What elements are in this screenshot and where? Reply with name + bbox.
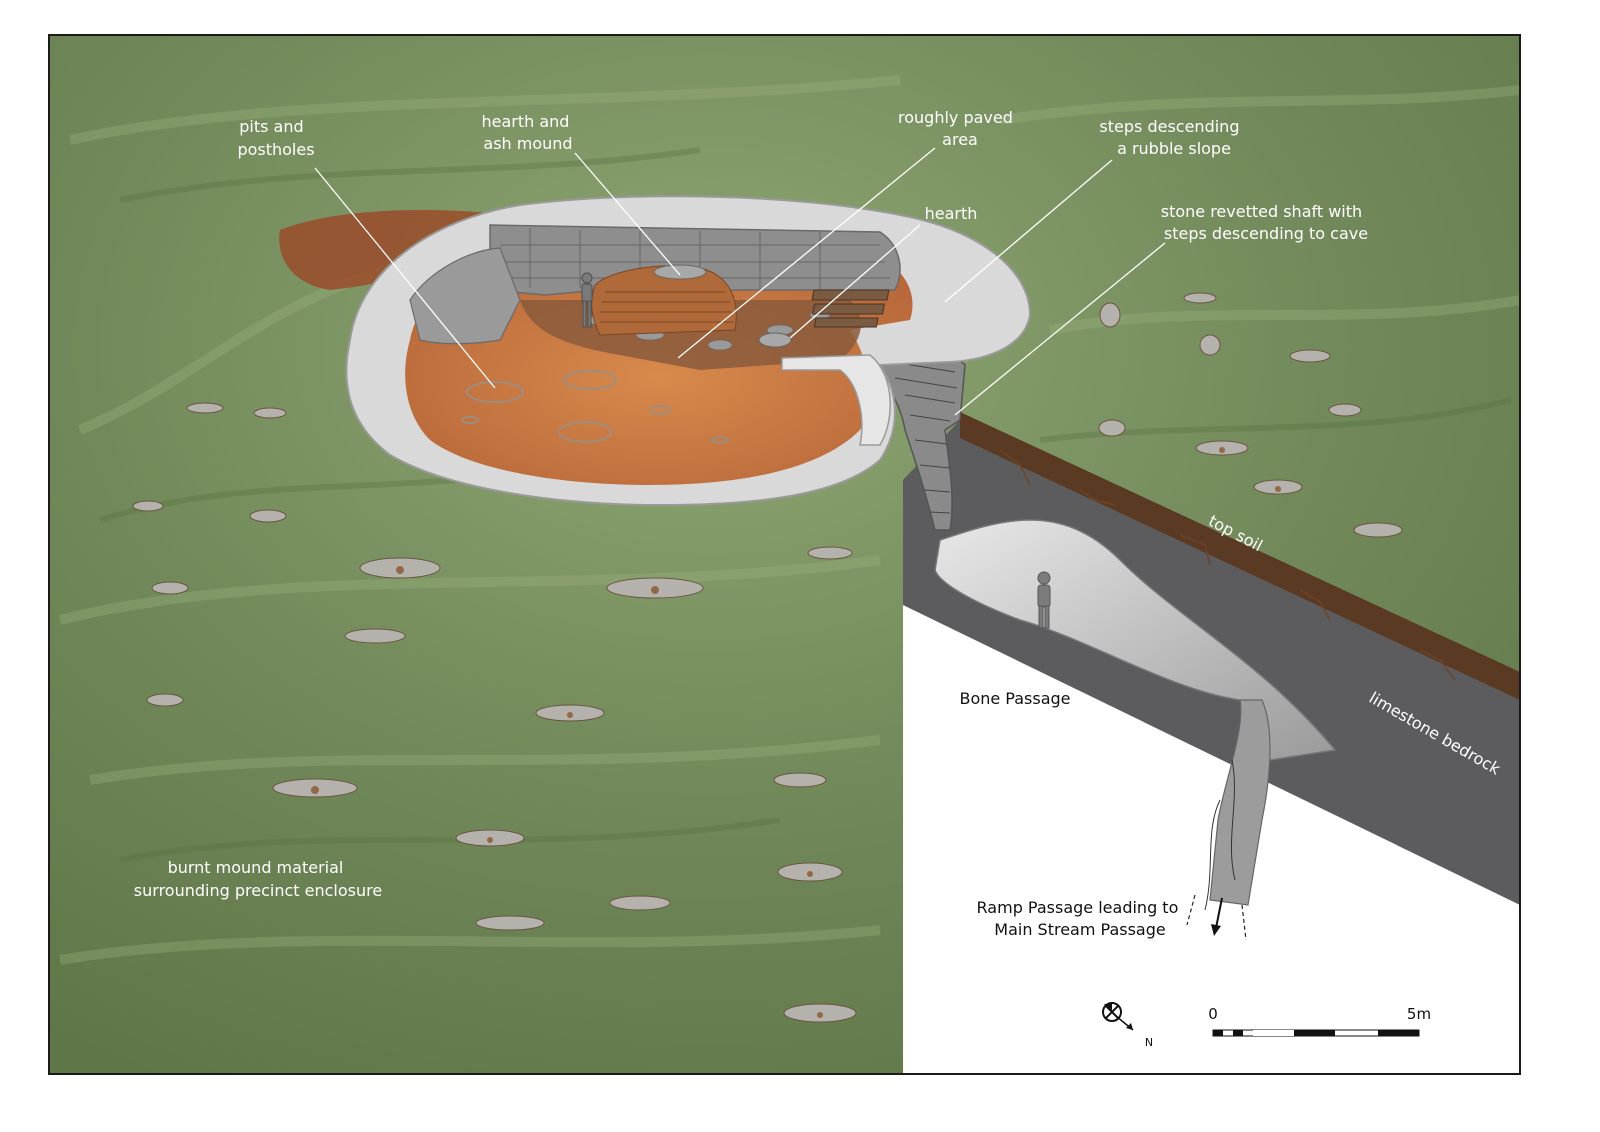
- label-roughly-paved-area: roughly paved area: [898, 108, 1018, 149]
- ash-mound: [591, 265, 737, 336]
- label-hearth: hearth: [925, 204, 978, 223]
- scale-max-label: 5m: [1407, 1005, 1431, 1023]
- grass-texture: [58, 75, 1520, 965]
- burnt-mound-scatters: [132, 292, 1403, 1023]
- rubble-steps: [811, 289, 890, 328]
- human-figure-enclosure: [581, 272, 593, 328]
- ramp-passage: [1209, 699, 1271, 906]
- label-hearth-ash-mound: hearth and ash mound: [481, 112, 574, 153]
- pits: [461, 370, 729, 444]
- scale-min-label: 0: [1208, 1005, 1218, 1023]
- scale-bar: [1212, 1029, 1420, 1037]
- north-arrow-icon: [1102, 1002, 1134, 1031]
- bone-passage-cave: [934, 519, 1337, 761]
- human-figure-cave: [1037, 571, 1051, 629]
- north-label: N: [1145, 1036, 1153, 1049]
- top-soil-band: [960, 412, 1520, 700]
- hearth-small: [758, 332, 792, 348]
- label-ramp-passage: Ramp Passage leading to Main Stream Pass…: [977, 898, 1184, 939]
- label-bone-passage: Bone Passage: [959, 689, 1070, 708]
- label-burnt-mound-material: burnt mound material surrounding precinc…: [134, 858, 382, 900]
- label-pits-postholes: pits and postholes: [237, 117, 314, 159]
- leader-lines: [314, 147, 1166, 416]
- ramp-arrow: [1215, 897, 1223, 929]
- figure-frame: [48, 34, 1521, 1075]
- hearth-on-mound: [653, 264, 707, 280]
- label-steps-rubble-slope: steps descending a rubble slope: [1099, 117, 1244, 158]
- label-stone-revetted-shaft: stone revetted shaft with steps descendi…: [1161, 202, 1368, 243]
